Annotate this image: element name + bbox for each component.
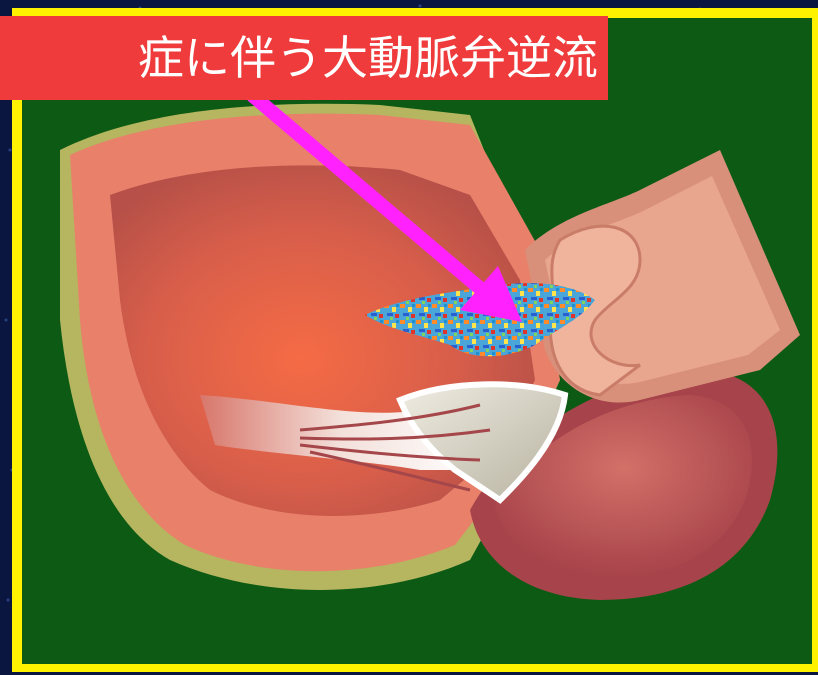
title-banner: 症に伴う大動脈弁逆流 bbox=[0, 16, 608, 100]
